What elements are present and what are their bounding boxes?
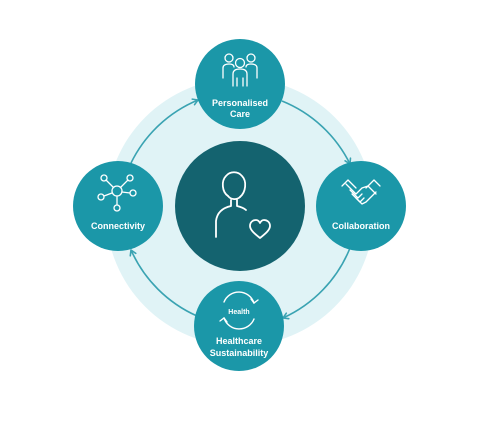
node-healthcare-sustainability-line1: Healthcare [216,336,262,346]
person-heart-icon [215,171,271,239]
node-collaboration: Collaboration [316,161,406,251]
cycle-icon [219,291,259,330]
arrow-left-to-top [130,98,199,164]
node-healthcare-sustainability: Health Healthcare Sustainability [194,281,284,371]
people-group-icon [222,53,258,87]
node-collaboration-label: Collaboration [332,221,390,231]
arrow-top-to-right [281,100,352,165]
cycle-icon-text: Health [228,309,249,316]
handshake-icon [341,179,381,205]
center-node [175,141,305,271]
cycle-arrows [129,98,352,320]
node-healthcare-sustainability-line2: Sustainability [210,348,269,358]
node-connectivity-label: Connectivity [91,221,145,231]
node-personalised-care-line2: Care [230,109,250,119]
network-icon [97,174,137,212]
arrow-right-to-bottom [282,247,351,320]
node-personalised-care: Personalised Care [195,39,285,129]
node-connectivity: Connectivity [73,161,163,251]
arrow-bottom-to-left [129,249,198,317]
node-personalised-care-line1: Personalised [212,98,268,108]
